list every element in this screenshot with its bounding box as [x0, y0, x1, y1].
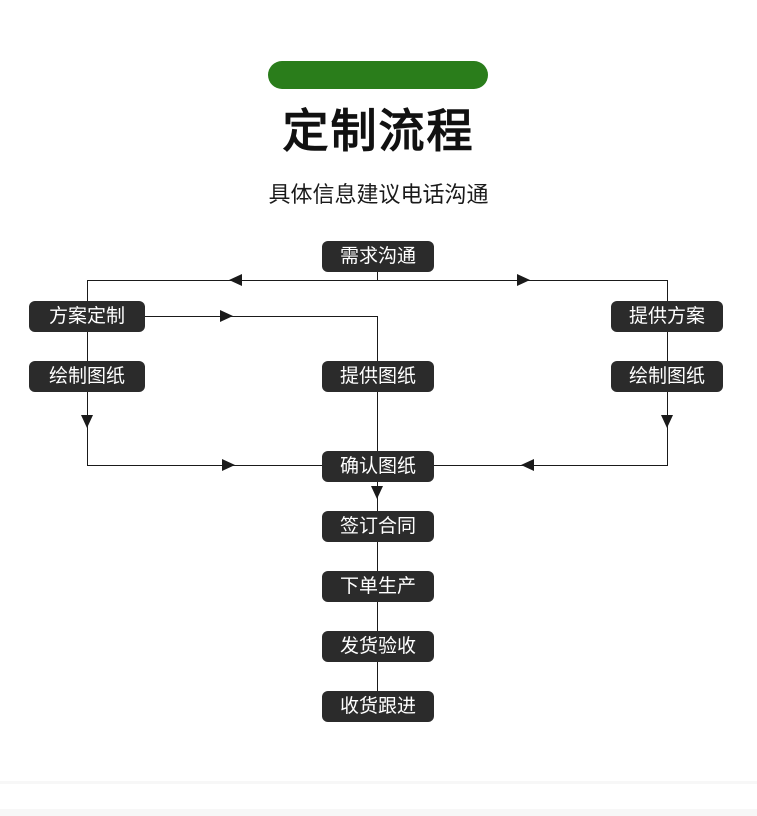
connector-produce-to-ship	[377, 602, 378, 631]
arrow-down-right-spine	[661, 415, 673, 428]
flow-node-follow[interactable]: 收货跟进	[322, 691, 434, 722]
arrow-plan-to-provide	[220, 310, 233, 322]
connector-plan-to-provide-h	[145, 316, 377, 317]
arrow-left-into-confirm	[222, 459, 235, 471]
arrow-down-to-contract	[371, 486, 383, 499]
connector-start-stem	[377, 272, 378, 281]
flow-node-middle-provide[interactable]: 提供图纸	[322, 361, 434, 392]
arrow-down-left-spine	[81, 415, 93, 428]
connector-bottom-left-bus	[87, 465, 322, 466]
flow-node-left-draw[interactable]: 绘制图纸	[29, 361, 145, 392]
connector-plan-to-provide-v	[377, 316, 378, 362]
page-divider-band-upper	[0, 781, 757, 784]
green-pill-decoration	[268, 61, 488, 89]
page-title: 定制流程	[282, 104, 475, 158]
page-subtitle: 具体信息建议电话沟通	[268, 183, 489, 208]
connector-top-bus	[87, 280, 668, 281]
flow-node-contract[interactable]: 签订合同	[322, 511, 434, 542]
flow-node-left-plan[interactable]: 方案定制	[29, 301, 145, 332]
flow-node-start[interactable]: 需求沟通	[322, 241, 434, 272]
arrow-right-to-proposal	[517, 274, 530, 286]
connector-ship-to-follow	[377, 662, 378, 691]
page-divider-band-lower	[0, 809, 757, 816]
flow-node-confirm[interactable]: 确认图纸	[322, 451, 434, 482]
connector-provide-to-confirm	[377, 391, 378, 452]
flow-node-ship[interactable]: 发货验收	[322, 631, 434, 662]
flow-node-right-draw[interactable]: 绘制图纸	[611, 361, 723, 392]
connector-bottom-right-bus	[433, 465, 668, 466]
arrow-right-into-confirm	[521, 459, 534, 471]
flow-node-produce[interactable]: 下单生产	[322, 571, 434, 602]
connector-contract-to-produce	[377, 542, 378, 571]
flow-node-right-plan[interactable]: 提供方案	[611, 301, 723, 332]
arrow-left-to-plan	[229, 274, 242, 286]
